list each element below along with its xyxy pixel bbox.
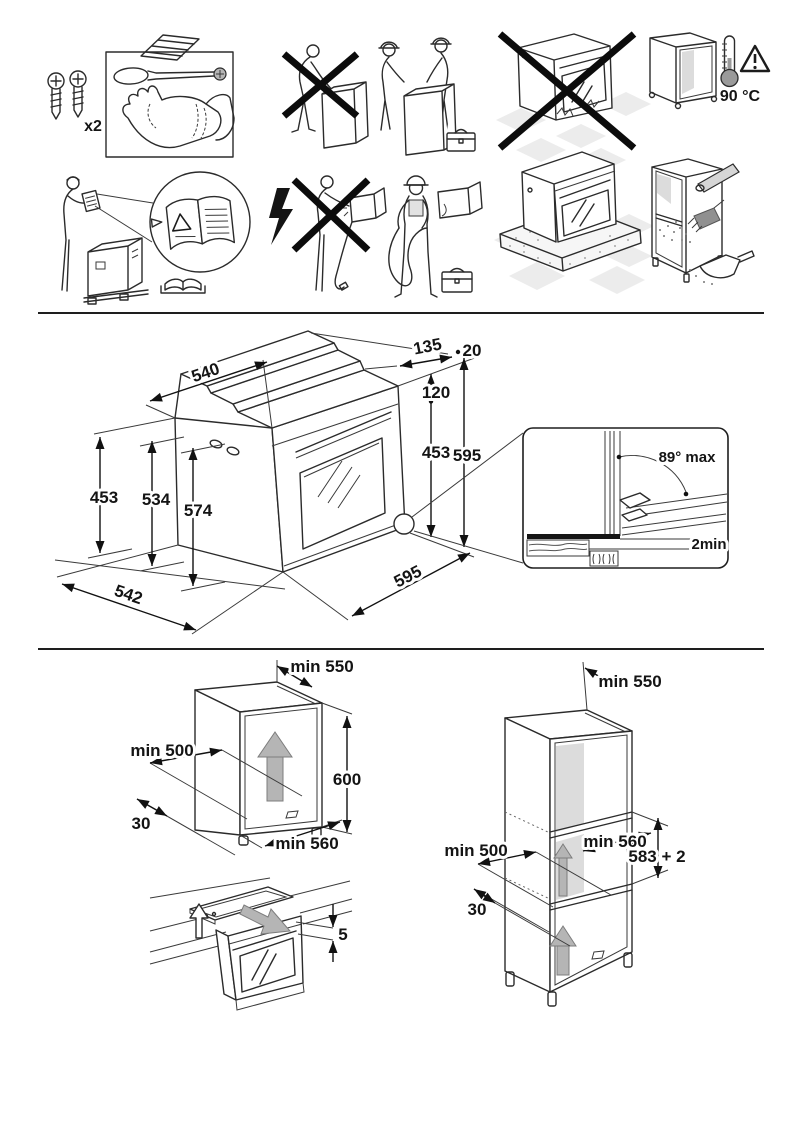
dim-column-depth: min 550	[598, 672, 661, 691]
section-divider-1	[38, 312, 764, 314]
max-temp-label: 90 °C	[720, 88, 761, 105]
packaged-oven-icon	[83, 237, 149, 305]
toolbox-icon	[446, 128, 476, 152]
safety-pictograms-svg: x2	[47, 31, 771, 305]
qualified-installer-icon	[269, 175, 483, 298]
cabinet-temperature-icon: 90 °C	[648, 32, 771, 110]
oven-on-floor-icon	[517, 33, 613, 121]
dim-column-rear-gap: 30	[468, 900, 487, 919]
clean-cabinet-icon	[651, 158, 755, 285]
dim-undercounter-rear-gap: 30	[132, 814, 151, 833]
oven-dimensions-svg: 540 135 20 120 453 595 453 534 574 542 5…	[54, 330, 730, 635]
dim-rear-recess: 135	[412, 335, 443, 359]
airflow-arrow-icon	[189, 903, 209, 939]
slide-in-arrow-icon	[239, 904, 292, 935]
door-detail-box: 89° max 2min	[411, 427, 730, 569]
screwdriver-icon	[113, 67, 227, 85]
dim-column-width: min 560	[583, 832, 646, 851]
toolbox-icon	[441, 267, 473, 293]
dim-side-height-front: 574	[184, 501, 213, 520]
dim-control-height: 120	[422, 383, 450, 402]
oven-under-worktop-icon	[215, 915, 305, 1011]
thermometer-icon	[720, 35, 739, 88]
prohibition-cross-icon	[291, 177, 371, 253]
protective-gloves-icon	[122, 85, 235, 149]
dim-undercounter-width: min 560	[275, 834, 338, 853]
dim-front-height-inner: 453	[422, 443, 450, 462]
dustpan-icon	[689, 250, 755, 285]
brush-icon	[687, 199, 725, 233]
padded-base-icon	[494, 151, 654, 294]
dim-undercounter-height: 600	[333, 770, 361, 789]
detail-callout-circle	[393, 513, 415, 535]
dim-door-open-angle: 89° max	[659, 449, 717, 466]
lightning-icon	[269, 188, 293, 245]
dim-rear-lip: 20	[463, 341, 482, 360]
screws-icon	[47, 70, 87, 120]
undercounter-dimensions: min 550 600 min 500 30 min 560	[127, 654, 364, 856]
worktop-installation-drawing: 5	[149, 877, 353, 1011]
undercounter-cabinet-drawing	[194, 681, 323, 846]
dim-undercounter-rear-width: min 500	[130, 741, 193, 760]
dim-side-height-mid: 534	[142, 490, 171, 509]
hardware-kit-icon: x2	[47, 34, 235, 158]
no-floor-placement-icon	[496, 31, 651, 172]
dim-undercounter-depth: min 550	[290, 657, 353, 676]
warning-triangle-icon	[739, 44, 771, 73]
dust-dots	[659, 221, 691, 243]
manual-book-icon	[160, 278, 206, 294]
base-airflow-arrow-icon	[549, 925, 577, 976]
dim-front-height-total: 595	[453, 446, 481, 465]
niche-airflow-arrow-icon	[553, 843, 573, 897]
dim-side-height-rear: 453	[90, 488, 118, 507]
lift-figure-left	[378, 41, 405, 131]
technician-figure	[388, 175, 438, 298]
read-instructions-icon	[61, 171, 251, 305]
prohibition-cross-icon	[497, 31, 637, 151]
ventilation-arrow-icon	[257, 731, 293, 802]
two-person-lift-icon	[281, 37, 476, 156]
oven-on-base-icon	[521, 151, 617, 243]
vacuum-nozzle-icon	[695, 163, 740, 193]
open-manual-icon	[150, 195, 236, 250]
mounting-rail-icon	[140, 34, 200, 61]
section-divider-2	[38, 648, 764, 650]
cabinet-icon	[648, 32, 718, 110]
screw-count-label: x2	[84, 118, 102, 135]
cabinet-installation-svg: min 550 600 min 500 30 min 560	[127, 654, 689, 1011]
open-door-profile	[619, 492, 728, 536]
vent-grille-section	[589, 550, 619, 567]
oven-isometric-drawing	[174, 330, 415, 573]
prohibition-cross-icon	[281, 51, 360, 119]
dim-side-depth: 542	[112, 581, 145, 608]
column-dimensions: min 550 583 + 2 min 560 min 500 30	[441, 661, 689, 947]
worktop-wood-section	[526, 539, 590, 557]
dim-front-width: 595	[391, 562, 425, 592]
dim-hob-clearance: 5	[338, 925, 347, 944]
dim-door-floor-gap: 2min	[691, 536, 726, 553]
column-cabinet-drawing	[504, 709, 633, 1007]
dim-column-rear-width: min 500	[444, 841, 507, 860]
